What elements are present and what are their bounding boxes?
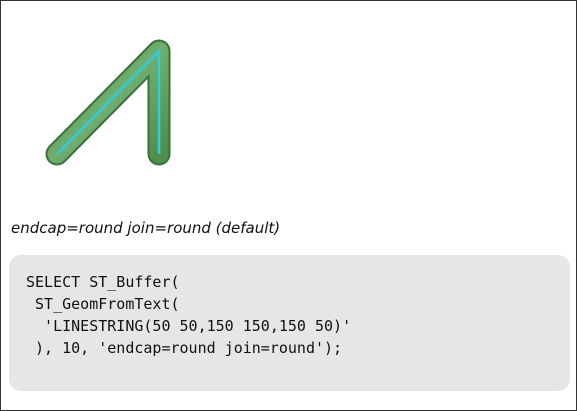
figure-caption: endcap=round join=round (default)	[11, 219, 281, 237]
buffer-illustration	[45, 39, 171, 166]
sql-code: SELECT ST_Buffer( ST_GeomFromText( 'LINE…	[26, 273, 352, 357]
code-block: SELECT ST_Buffer( ST_GeomFromText( 'LINE…	[9, 255, 570, 391]
original-linestring	[56, 47, 161, 155]
